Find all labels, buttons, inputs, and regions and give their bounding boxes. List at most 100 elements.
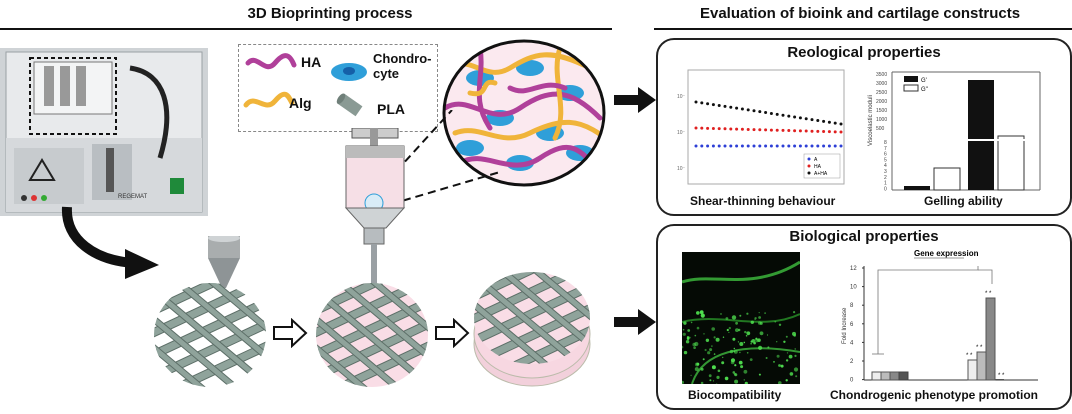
- legend-label-alg: Alg: [289, 95, 312, 111]
- gel-ytick-bottom: 6: [884, 152, 887, 158]
- gel-ytick-top: 500: [876, 126, 885, 132]
- cell-dot: [704, 348, 707, 352]
- cell-dot: [744, 330, 747, 334]
- legend-label-chondro: Chondro-: [373, 51, 432, 66]
- shear-point: [816, 129, 820, 133]
- shear-point: [752, 144, 756, 148]
- scaffold-with-bioink: [316, 283, 428, 387]
- cell-dot: [776, 354, 780, 358]
- shear-point: [793, 115, 797, 119]
- shear-legend-a-ha: A+HA: [814, 171, 828, 177]
- sig-mark-4: * *: [998, 373, 1005, 379]
- shear-point: [729, 127, 733, 131]
- biocompatibility-micrograph: [682, 252, 800, 384]
- cell-dot: [753, 339, 755, 341]
- cell-dot: [754, 318, 756, 320]
- gel-ytick-bottom: 3: [884, 169, 887, 175]
- shear-point: [775, 128, 779, 132]
- gene-ytick: 0: [850, 378, 854, 384]
- biological-title: Biological properties: [789, 228, 939, 245]
- shear-point: [723, 144, 727, 148]
- shear-point: [798, 144, 802, 148]
- gel-ytick-top: 1000: [876, 117, 887, 123]
- shear-point: [700, 126, 704, 130]
- syringe-icon: [344, 128, 406, 298]
- cell-dot: [700, 313, 705, 318]
- cell-dot: [682, 328, 685, 331]
- cell-dot: [694, 367, 699, 372]
- shear-point: [740, 144, 744, 148]
- cell-dot: [788, 354, 793, 359]
- shear-point: [735, 127, 739, 131]
- gel-ytick-bottom: 1: [884, 181, 887, 187]
- cell-dot: [794, 354, 797, 357]
- svg-text:10⁻: 10⁻: [677, 94, 686, 100]
- shear-point: [752, 128, 756, 132]
- cell-dot: [726, 328, 729, 332]
- cell-dot: [778, 381, 782, 384]
- shear-point: [769, 111, 773, 115]
- shear-point: [798, 129, 802, 133]
- shear-point: [746, 127, 750, 131]
- series-a-ha-points: [694, 100, 843, 126]
- gel-legend-gprime: G': [921, 78, 927, 84]
- cell-dot: [785, 379, 788, 382]
- shear-point: [787, 129, 791, 133]
- shear-point: [804, 129, 808, 133]
- reological-title: Reological properties: [787, 44, 941, 61]
- cell-dot: [750, 343, 752, 345]
- shear-point: [822, 119, 826, 123]
- gel-ytick-bottom: 8: [884, 140, 887, 146]
- sig-mark-3: * *: [985, 291, 992, 297]
- cell-dot: [780, 364, 784, 368]
- legend-label-cyte: cyte: [373, 66, 400, 81]
- cell-dot: [793, 311, 796, 314]
- cell-dot: [778, 364, 781, 367]
- series-ha-points: [694, 126, 843, 134]
- cell-dot: [722, 336, 725, 338]
- gel-ytick-bottom: 2: [884, 175, 887, 181]
- gene-ytick: 8: [850, 303, 854, 309]
- cell-dot: [746, 312, 749, 315]
- gel-ytick-top: 3500: [876, 72, 887, 78]
- shear-point: [717, 127, 721, 131]
- right-title-rule: [654, 28, 1072, 30]
- arrow-to-reological-icon: [614, 87, 656, 113]
- cell-dot: [682, 332, 686, 336]
- cell-dot: [792, 331, 796, 336]
- series-a-points: [694, 144, 843, 148]
- cell-dot: [758, 373, 761, 376]
- gel-bar-aha-gdoubleprime: [997, 135, 1025, 191]
- biocompatibility-caption: Biocompatibility: [688, 388, 782, 402]
- cell-dot: [725, 317, 729, 320]
- cell-dot: [693, 346, 696, 349]
- gene-ytick: 10: [850, 285, 857, 291]
- cell-dot: [729, 349, 734, 354]
- shear-point: [735, 106, 739, 110]
- cell-dot: [765, 357, 768, 359]
- cell-dot: [743, 369, 748, 374]
- right-section-title: Evaluation of bioink and cartilage const…: [699, 5, 1021, 22]
- cell-dot: [724, 376, 729, 381]
- cell-dot: [795, 375, 798, 378]
- cell-dot: [696, 326, 700, 330]
- cell-dot: [705, 338, 710, 342]
- shear-point: [723, 127, 727, 131]
- gene-title: Gene expression: [914, 249, 979, 258]
- shear-point: [764, 128, 768, 132]
- shear-point: [711, 103, 715, 107]
- shear-point: [793, 144, 797, 148]
- shear-point: [804, 144, 808, 148]
- shear-point: [833, 130, 837, 134]
- shear-point: [764, 111, 768, 115]
- shear-point: [706, 126, 710, 130]
- cell-dot: [753, 341, 756, 345]
- shear-point: [769, 144, 773, 148]
- cell-dot: [701, 314, 703, 316]
- shear-point: [769, 128, 773, 132]
- cell-dot: [717, 369, 721, 373]
- shear-point: [694, 144, 698, 148]
- arrow-to-biological-icon: [614, 309, 656, 335]
- cell-dot: [759, 331, 764, 336]
- gel-bar-a-gdoubleprime: [933, 167, 961, 191]
